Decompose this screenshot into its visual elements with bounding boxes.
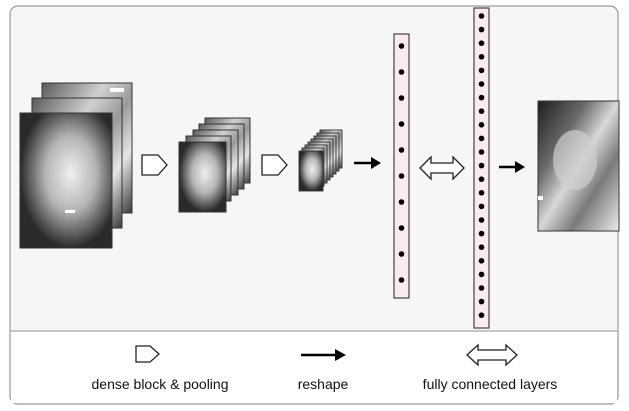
neuron-node — [478, 244, 485, 250]
neuron-node — [478, 13, 485, 19]
compressed-feature-maps — [298, 129, 343, 192]
reshape-arrow-icon — [499, 161, 525, 173]
neuron-node — [398, 95, 405, 101]
neuron-node — [398, 121, 405, 127]
reshape-arrow-icon — [301, 349, 346, 361]
neuron-node — [398, 225, 405, 231]
reshaped-vector-nodes — [398, 43, 405, 283]
neuron-node — [398, 147, 405, 153]
dense-block-pooling-icon — [261, 154, 288, 176]
neuron-node — [398, 199, 405, 205]
neuron-node — [478, 40, 485, 46]
neuron-node — [478, 230, 485, 237]
neuron-node — [478, 26, 485, 33]
output-map — [537, 100, 620, 232]
legend-label-fully-connected: fully connected layers — [422, 376, 558, 392]
neuron-node — [478, 67, 485, 74]
neuron-node — [478, 217, 485, 223]
neuron-node — [478, 176, 485, 182]
neuron-node — [478, 162, 485, 169]
neuron-node — [398, 43, 405, 49]
dense-block-pooling-icon — [141, 154, 168, 176]
neuron-node — [478, 54, 485, 60]
dense-block-pooling-icon — [135, 345, 160, 363]
reshape-arrow-icon — [354, 157, 381, 169]
legend-label-dense-block: dense block & pooling — [91, 376, 229, 392]
neuron-node — [478, 149, 485, 155]
neuron-node — [478, 81, 485, 87]
fully-connected-double-arrow-icon — [466, 343, 518, 367]
legend-panel — [11, 332, 617, 403]
legend-label-reshape: reshape — [297, 376, 349, 392]
dense-vector-nodes — [478, 13, 485, 319]
neuron-node — [478, 271, 485, 278]
neuron-node — [478, 108, 485, 114]
neuron-node — [478, 122, 485, 128]
neuron-node — [478, 190, 485, 196]
neuron-node — [478, 203, 485, 210]
pooled-feature-maps — [178, 117, 251, 213]
input-feature-maps — [19, 82, 133, 249]
neuron-node — [478, 94, 485, 101]
neuron-node — [398, 69, 405, 75]
neuron-node — [398, 173, 405, 179]
neuron-node — [398, 277, 405, 283]
neuron-node — [398, 251, 405, 257]
neuron-node — [478, 312, 485, 319]
neuron-node — [478, 285, 485, 291]
reshaped-vector — [393, 33, 410, 299]
neuron-node — [478, 135, 485, 142]
fully-connected-double-arrow-icon — [419, 155, 465, 181]
neuron-node — [478, 258, 485, 264]
neuron-node — [478, 298, 485, 305]
